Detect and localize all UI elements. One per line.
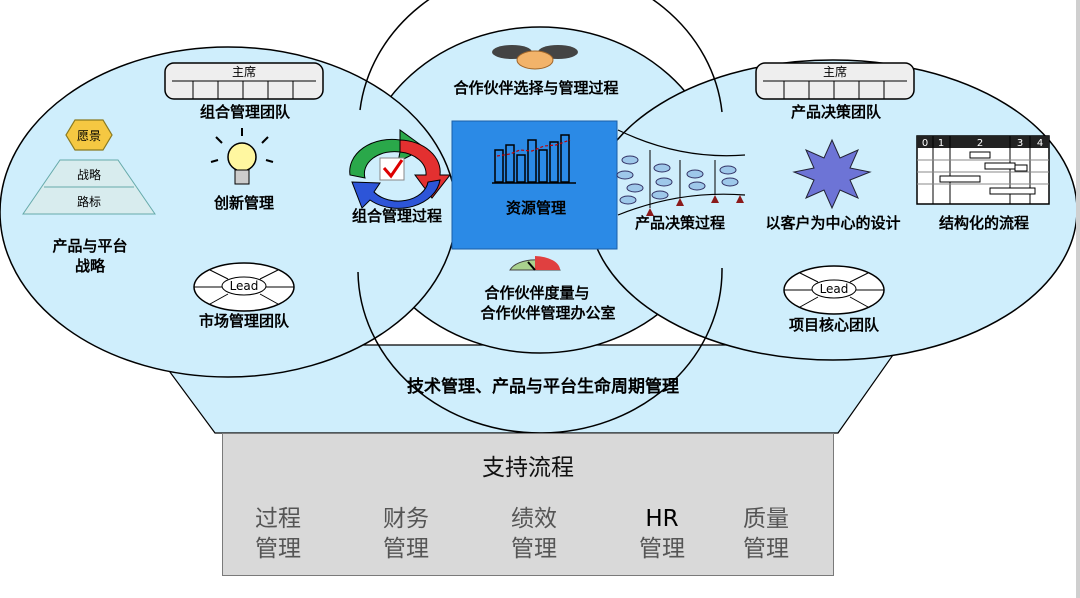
support-item-line1: 财务: [383, 506, 429, 532]
chair-table-right: [755, 62, 915, 100]
innovation-label: 创新管理: [213, 194, 274, 212]
structured-process-label: 结构化的流程: [939, 214, 1029, 232]
support-item-quality: 质量 管理: [726, 504, 806, 564]
gauge-icon: [509, 256, 561, 271]
starburst-icon: [792, 138, 872, 210]
portfolio-process-label: 组合管理过程: [352, 207, 442, 225]
lifecycle-label: 技术管理、产品与平台生命周期管理: [407, 376, 679, 397]
chair-table-left: [164, 62, 324, 100]
support-process-box: 支持流程 过程 管理 财务 管理 绩效 管理 HR 管理 质量 管理: [222, 433, 834, 576]
support-item-finance: 财务 管理: [366, 504, 446, 564]
project-team-label: 项目核心团队: [789, 316, 880, 334]
support-item-hr: HR 管理: [622, 504, 702, 564]
support-item-line2: 管理: [255, 536, 301, 562]
partner-measure-line1: 合作伙伴度量与: [483, 284, 589, 302]
customer-design-label: 以客户为中心的设计: [765, 214, 900, 232]
support-title: 支持流程: [482, 455, 574, 481]
strategy-line1: 产品与平台: [52, 237, 127, 255]
support-item-line2: 管理: [383, 536, 429, 562]
decision-team-label: 产品决策团队: [791, 103, 882, 121]
support-item-line1: 质量: [743, 506, 789, 532]
support-item-process: 过程 管理: [238, 504, 318, 564]
handshake-icon: [492, 45, 578, 70]
resource-box: [451, 120, 618, 250]
gantt-header-1: 1: [938, 138, 944, 149]
partner-measure-line2: 合作伙伴管理办公室: [479, 304, 615, 322]
lifecycle-background: [148, 344, 902, 434]
pyramid-roadmap: 路标: [77, 194, 101, 209]
pyramid-strategy: 战略: [77, 167, 101, 182]
decision-process-label: 产品决策过程: [635, 214, 725, 232]
lead-label-right: Lead: [820, 282, 849, 296]
lightbulb-icon: [210, 128, 274, 185]
cycle-arrows-icon: [349, 129, 452, 209]
gantt-header-3: 3: [1017, 138, 1023, 149]
gantt-header-4: 4: [1037, 138, 1043, 149]
resource-mgmt-label: 资源管理: [506, 199, 566, 217]
lead-wheel-icon: [193, 262, 295, 312]
partner-selection-label: 合作伙伴选择与管理过程: [452, 79, 618, 97]
support-item-line2: 管理: [639, 536, 685, 562]
strategy-pyramid: [22, 119, 156, 215]
chair-label-left: 主席: [232, 64, 256, 79]
lead-label-left: Lead: [230, 279, 259, 293]
vision-hexagon: [65, 119, 113, 151]
support-item-line2: 管理: [511, 536, 557, 562]
chair-label-right: 主席: [823, 64, 847, 79]
support-item-performance: 绩效 管理: [494, 504, 574, 564]
gantt-chart-icon: [916, 135, 1050, 205]
market-team-label: 市场管理团队: [199, 312, 290, 330]
bar-chart-icon: [492, 134, 576, 184]
window-edge: [1076, 0, 1080, 598]
strategy-line2: 战略: [75, 257, 106, 275]
support-item-line1: 过程: [255, 506, 301, 532]
support-item-line1: 绩效: [511, 506, 557, 532]
support-item-line2: 管理: [743, 536, 789, 562]
funnel-icon: [616, 129, 746, 216]
pyramid-vision: 愿景: [77, 129, 101, 143]
lead-wheel-icon: [783, 265, 885, 315]
support-item-line1: HR: [645, 506, 679, 532]
portfolio-team-label: 组合管理团队: [200, 103, 291, 121]
gantt-header-2: 2: [977, 138, 983, 149]
gantt-header-0: 0: [922, 138, 928, 149]
